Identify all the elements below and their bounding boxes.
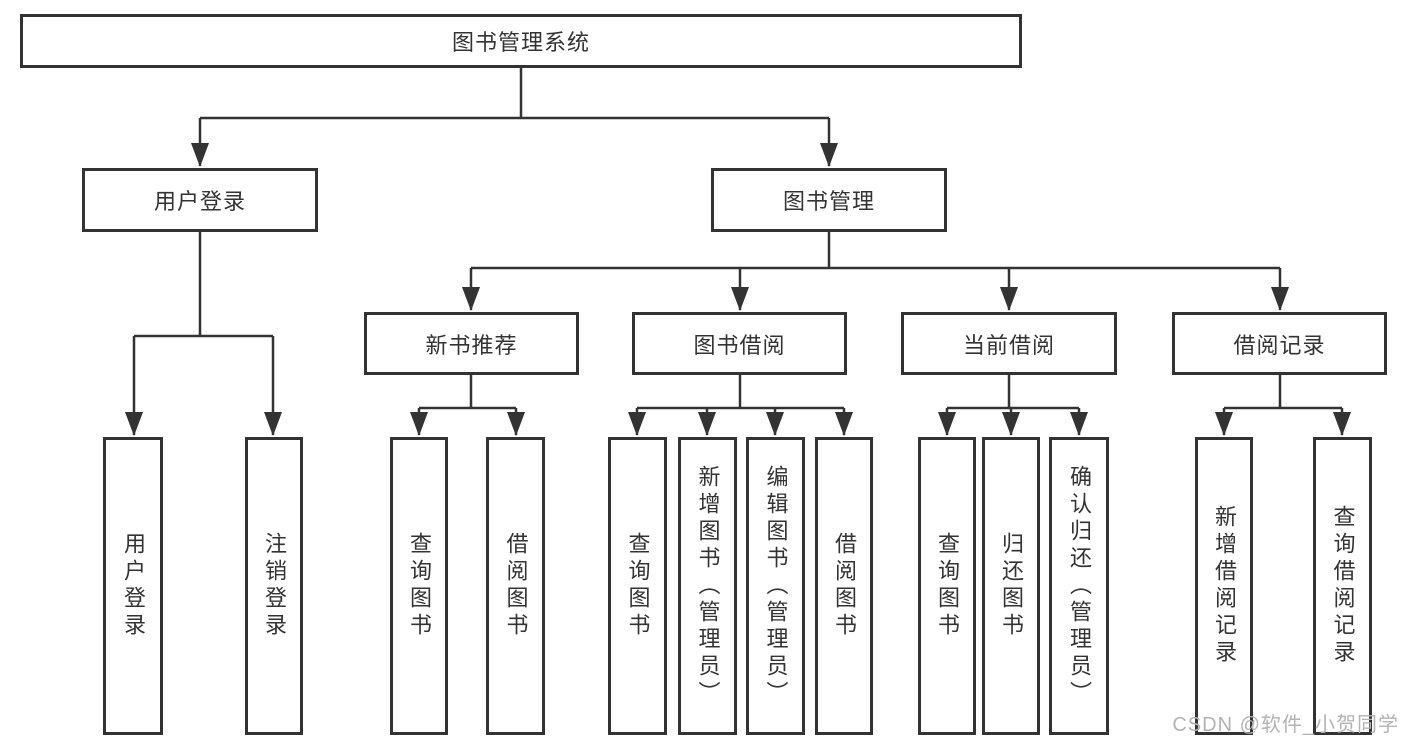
csdn-watermark: CSDN @软件_小贺同学 [1172,714,1399,736]
leaf-bb-edit-books-admin: 编辑图书（管理员） [746,437,805,735]
node-current-borrow: 当前借阅 [901,312,1117,375]
leaf-nbr-query-books: 查询图书 [390,437,448,735]
leaf-cb-query-books: 查询图书 [918,437,976,735]
leaf-nbr-borrow-books: 借阅图书 [486,437,545,735]
connector-current-borrow-to-leaves [938,375,1088,436]
node-user-login: 用户登录 [82,168,318,232]
connector-book-borrow-to-leaves [628,375,853,436]
node-borrow-records: 借阅记录 [1172,312,1387,375]
leaf-bb-borrow-books: 借阅图书 [815,437,873,735]
leaf-bb-query-books: 查询图书 [608,437,667,735]
node-book-borrow: 图书借阅 [632,312,847,375]
leaf-cb-return-books: 归还图书 [982,437,1040,735]
connector-borrow-records-to-leaves [1215,375,1351,436]
node-root: 图书管理系统 [20,14,1022,68]
node-new-book-rec: 新书推荐 [364,312,579,375]
leaf-logout: 注销登录 [245,437,303,735]
connector-user-login-to-leaves [125,232,282,436]
node-book-mgmt: 图书管理 [711,168,947,232]
connector-new-book-rec-to-leaves [410,375,525,436]
connector-book-mgmt-to-level3 [462,232,1289,311]
leaf-user-login: 用户登录 [103,437,163,735]
connector-root-to-level2 [191,68,838,167]
leaf-br-add-record: 新增借阅记录 [1195,437,1253,735]
leaf-cb-confirm-return-admin: 确认归还（管理员） [1049,437,1109,735]
leaf-bb-add-books-admin: 新增图书（管理员） [678,437,737,735]
leaf-br-query-record: 查询借阅记录 [1313,437,1372,735]
